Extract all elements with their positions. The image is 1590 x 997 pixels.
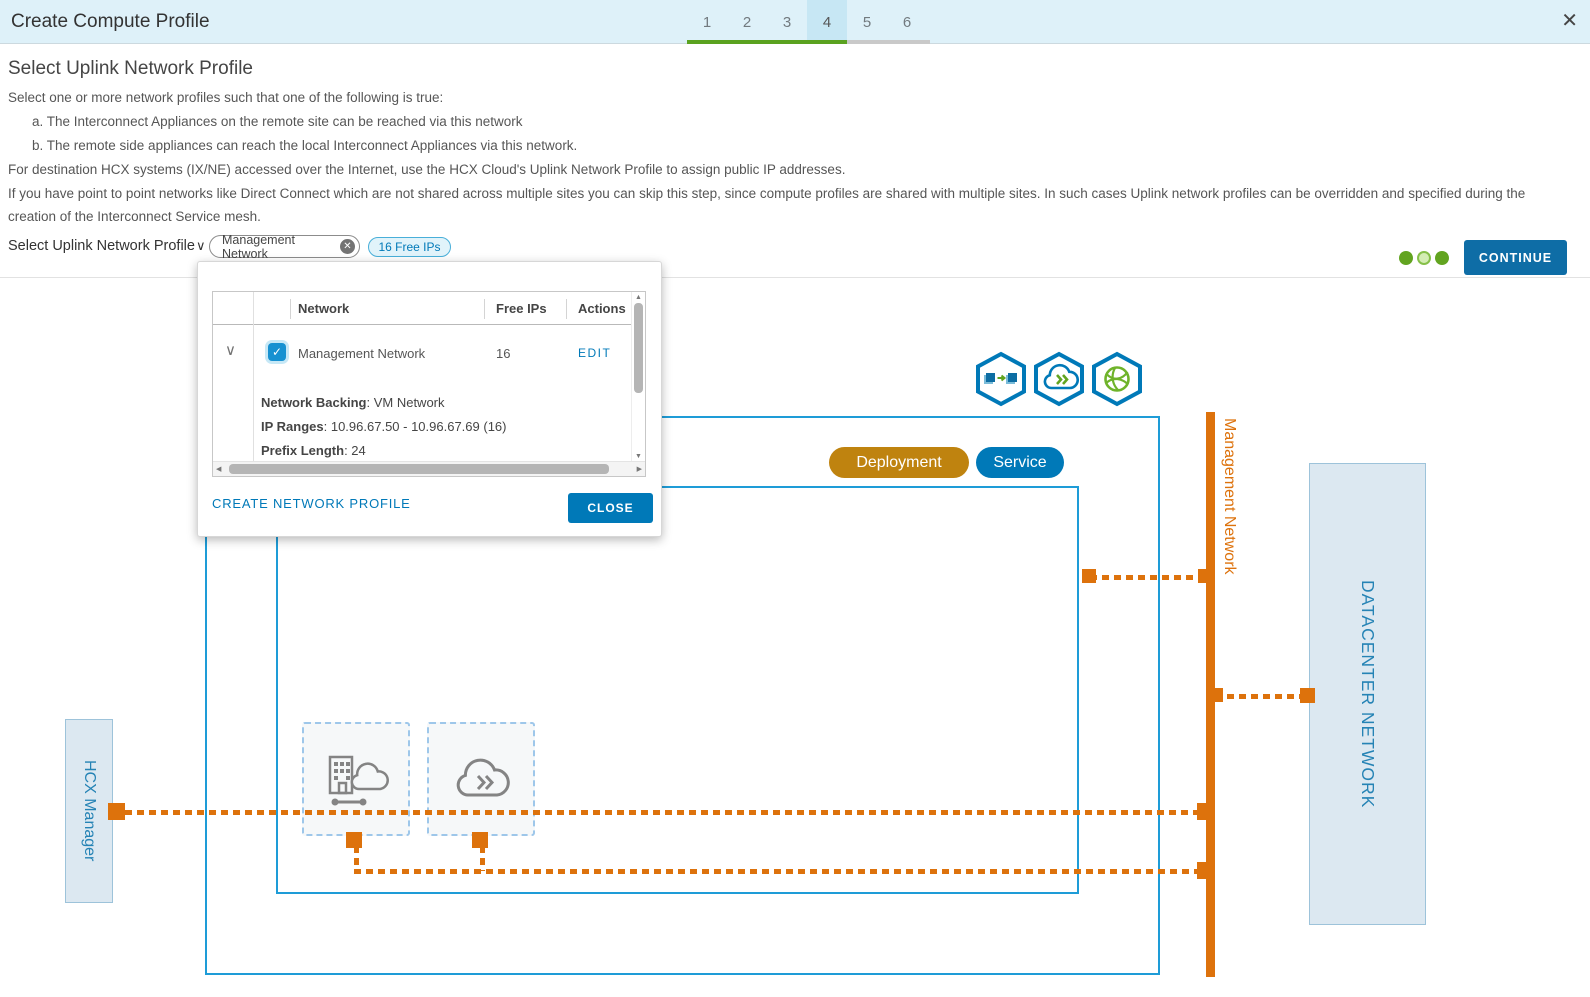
appliance-drop-line [354,846,359,871]
pagination-dots [1399,251,1449,265]
column-separator [484,299,485,319]
chip-label: Management Network [222,232,295,261]
table-header: Network Free IPs Actions [213,292,632,325]
connector-node [472,832,488,848]
intro-line: Select one or more network profiles such… [8,90,444,105]
network-extension-icon [1092,351,1142,407]
page-title: Select Uplink Network Profile [8,58,253,79]
step-5[interactable]: 5 [862,13,872,31]
uplink-connection-line [1090,575,1206,580]
hcx-manager-box: HCX Manager [65,719,113,903]
intro-line-b: b. The remote side appliances can reach … [32,138,578,153]
step-4-active[interactable]: 4 [807,0,847,44]
connector-nub [1197,803,1206,820]
intro-line: For destination HCX systems (IX/NE) acce… [8,162,846,177]
interconnect-appliance-icon [328,755,389,806]
detail-network-backing: Network Backing: VM Network [261,395,445,410]
detail-label: Prefix Length [261,443,345,458]
cell-free-ips: 16 [496,346,511,361]
deployment-badge: Deployment [829,447,969,478]
close-button[interactable]: CLOSE [568,493,653,523]
row-checkbox[interactable]: ✓ [268,343,286,361]
site-boundary-rect [205,416,1160,975]
scrollbar-thumb[interactable] [229,464,609,474]
migration-icon [976,351,1026,407]
intro-line-a: a. The Interconnect Appliances on the re… [32,114,523,129]
datacenter-network-label: DATACENTER NETWORK [1358,579,1378,809]
datacenter-network-box: DATACENTER NETWORK [1309,463,1426,925]
close-icon[interactable]: ✕ [1561,10,1578,32]
hcx-manager-label: HCX Manager [81,760,98,862]
detail-value: : 10.96.67.50 - 10.96.67.69 (16) [323,419,507,434]
wizard-steps: 1 2 3 4 5 6 [687,0,927,44]
vertical-scrollbar[interactable]: ▲ ▼ [631,292,645,462]
step-3[interactable]: 3 [782,13,792,31]
connector-nub [1215,688,1223,702]
intro-line: If you have point to point networks like… [8,186,1526,201]
step-6[interactable]: 6 [902,13,912,31]
scroll-down-icon[interactable]: ▼ [635,453,642,460]
edit-link[interactable]: EDIT [578,346,612,360]
connector-node [346,832,362,848]
scroll-right-icon[interactable]: ▶ [636,466,642,473]
wan-optimization-icon [1034,351,1084,407]
scroll-left-icon[interactable]: ◀ [216,466,222,473]
network-profile-table: Network Free IPs Actions ∨ ✓ Management … [212,291,646,477]
cell-network-name: Management Network [298,346,426,361]
progress-bar-complete [687,40,847,44]
section-divider [0,277,1590,278]
datacenter-connection-line [1215,694,1308,699]
step-2[interactable]: 2 [742,13,752,31]
column-separator [253,292,254,475]
dot-filled [1399,251,1413,265]
uplink-profile-select-label: Select Uplink Network Profile [8,238,195,254]
column-network: Network [298,301,350,316]
management-network-label: Management Network [1221,418,1238,575]
create-network-profile-link[interactable]: CREATE NETWORK PROFILE [212,496,411,511]
detail-label: IP Ranges [261,419,324,434]
column-separator [290,299,291,319]
progress-bar-remaining [847,40,930,44]
row-expander-chevron-icon[interactable]: ∨ [225,342,236,359]
column-actions: Actions [578,301,626,316]
continue-button[interactable]: CONTINUE [1464,240,1567,275]
dot-filled [1435,251,1449,265]
wizard-header: Create Compute Profile 1 2 3 4 5 6 ✕ [0,0,1590,44]
detail-value: : 24 [344,443,366,458]
appliance-connection-line [354,869,1206,874]
compute-cluster-rect [276,486,1079,894]
step-1[interactable]: 1 [702,13,712,31]
free-ips-badge: 16 Free IPs [368,237,451,257]
selected-network-chip[interactable]: Management Network ✕ [209,232,360,261]
hcx-management-connection-line [113,810,1206,815]
scrollbar-thumb[interactable] [634,303,643,393]
detail-label: Network Backing [261,395,367,410]
connector-nub [1198,569,1206,583]
detail-value: : VM Network [366,395,445,410]
chip-remove-icon[interactable]: ✕ [340,239,355,254]
service-badge: Service [976,447,1064,478]
intro-line: creation of the Interconnect Service mes… [8,209,261,224]
connector-node [108,803,125,820]
column-free-ips: Free IPs [496,301,547,316]
column-separator [566,299,567,319]
chevron-down-icon[interactable]: ∨ [196,238,206,253]
wan-appliance-icon [456,758,510,797]
interconnect-appliance-box [302,722,410,836]
connector-node [1300,688,1315,703]
connector-nub [1197,862,1206,879]
scroll-up-icon[interactable]: ▲ [635,294,642,301]
management-network-line [1206,412,1215,977]
network-profile-popup: Network Free IPs Actions ∨ ✓ Management … [197,261,662,537]
appliance-drop-line [480,846,485,871]
detail-prefix-length: Prefix Length: 24 [261,443,366,458]
connector-node [1082,569,1096,583]
detail-ip-ranges: IP Ranges: 10.96.67.50 - 10.96.67.69 (16… [261,419,506,434]
dot-outlined [1417,251,1431,265]
wan-appliance-box [427,722,535,836]
wizard-title: Create Compute Profile [11,11,210,32]
horizontal-scrollbar[interactable]: ◀ ▶ [213,461,645,476]
